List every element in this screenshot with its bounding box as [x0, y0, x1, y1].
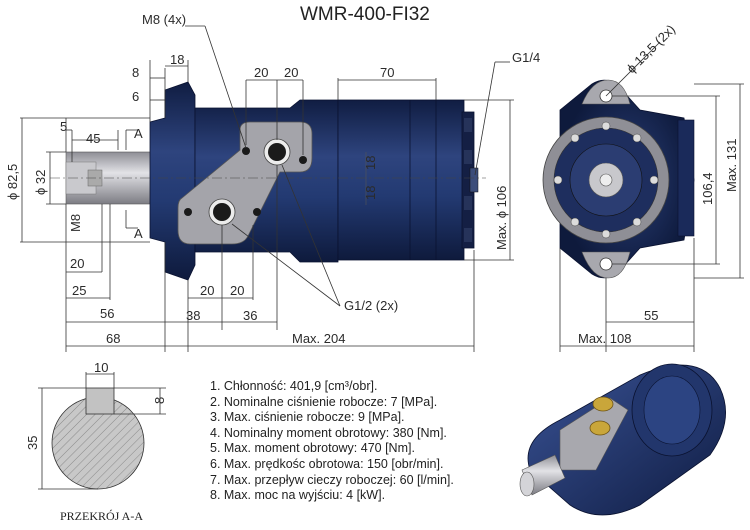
dim-5: 5 [60, 119, 67, 134]
dim-106-4: 106,4 [700, 172, 715, 205]
dim-d82-5: ϕ 82,5 [5, 164, 20, 200]
spec-item: 1. Chłonność: 401,9 [cm³/obr]. [210, 379, 378, 393]
section-a-a: 10 8 35 PRZEKRÓJ A-A [25, 360, 167, 523]
dim-18-inner-b: 18 [363, 186, 378, 200]
iso-port-upper [592, 396, 614, 412]
dim-section-10: 10 [94, 360, 108, 375]
spec-item: 6. Max. prędkośc obrotowa: 150 [obr/min]… [210, 456, 444, 471]
dim-55: 55 [644, 308, 658, 323]
dim-38: 38 [186, 308, 200, 323]
dim-45: 45 [86, 131, 100, 146]
end-bolts [464, 118, 472, 242]
dim-8: 8 [132, 65, 139, 80]
section-mark-a-bottom: A [134, 226, 143, 241]
dim-68: 68 [106, 331, 120, 346]
m8-bolt-holes [184, 147, 307, 216]
iso-view [519, 363, 726, 516]
dim-hole-d13-5: ϕ 13,5 (2x) [624, 22, 679, 77]
front-bolts [553, 121, 659, 239]
dim-18-top: 18 [170, 52, 184, 67]
label-m8-4x: M8 (4x) [142, 12, 186, 27]
label-g14: G1/4 [512, 50, 540, 65]
spec-item: 2. Nominalne ciśnienie robocze: 7 [MPa]. [210, 394, 438, 409]
section-key [85, 387, 115, 415]
spec-item: 5. Max. moment obrotowy: 470 [Nm]. [210, 441, 415, 456]
mounting-flange [149, 81, 196, 281]
front-view [542, 79, 695, 279]
gerotor-housing [337, 99, 465, 261]
dim-section-35: 35 [25, 436, 40, 450]
dim-6: 6 [132, 89, 139, 104]
dim-18-inner-a: 18 [363, 156, 378, 170]
spec-item: 7. Max. przepływ cieczy roboczej: 60 [l/… [210, 472, 454, 487]
mount-hole-bottom [599, 257, 613, 271]
label-g12-2x: G1/2 (2x) [344, 298, 398, 313]
spec-item: 8. Max. moc na wyjściu: 4 [kW]. [210, 488, 386, 503]
drawing-title: WMR-400-FI32 [300, 4, 430, 25]
iso-port-lower [589, 420, 611, 436]
spec-item: 3. Max. ciśnienie robocze: 9 [MPa]. [210, 410, 405, 425]
dim-max-131: Max. 131 [724, 139, 739, 192]
dim-56: 56 [100, 306, 114, 321]
label-m8: M8 [68, 214, 83, 232]
section-mark-a-top: A [134, 126, 143, 141]
dim-20-top-a: 20 [254, 65, 268, 80]
specifications-list: 1. Chłonność: 401,9 [cm³/obr]. 2. Nomina… [210, 379, 510, 504]
dim-max-204: Max. 204 [292, 331, 345, 346]
g14-drain-port [469, 167, 479, 193]
section-title: PRZEKRÓJ A-A [60, 509, 143, 523]
side-dimensions: 8 18 6 5 45 A A ϕ 82,5 ϕ 32 M8 20 [5, 12, 540, 352]
dim-20-top-b: 20 [284, 65, 298, 80]
dim-25: 25 [72, 283, 86, 298]
dim-d32: ϕ 32 [33, 170, 48, 195]
side-view [50, 81, 486, 281]
dim-20-bottom-a: 20 [200, 283, 214, 298]
dim-20-bottom-b: 20 [230, 283, 244, 298]
dim-36: 36 [243, 308, 257, 323]
dim-20-left: 20 [70, 256, 84, 271]
dim-70: 70 [380, 65, 394, 80]
dim-max-108: Max. 108 [578, 331, 631, 346]
dim-max-d106: Max. ϕ 106 [494, 186, 509, 250]
spec-item: 4. Nominalny moment obrotowy: 380 [Nm]. [210, 425, 447, 440]
dim-section-8: 8 [152, 397, 167, 404]
